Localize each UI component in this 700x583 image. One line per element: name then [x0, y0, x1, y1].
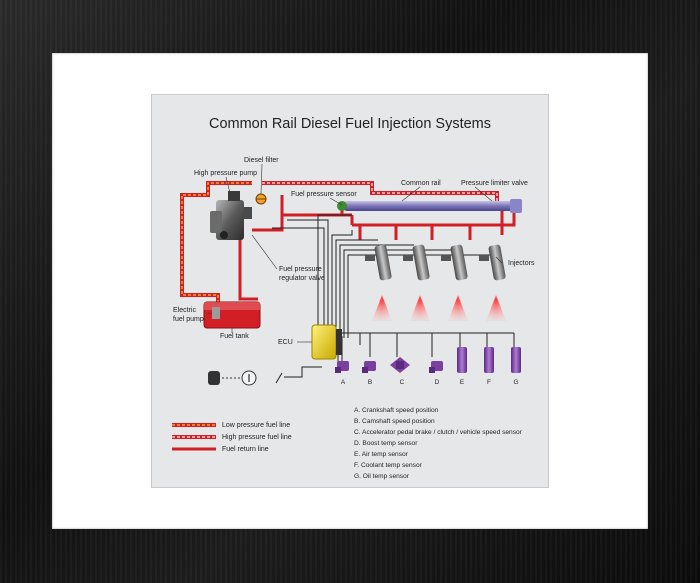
- injectors: [365, 244, 506, 321]
- legend-label-return: Fuel return line: [222, 446, 269, 453]
- sensor-list-item: D. Boost temp sensor: [354, 440, 418, 447]
- sensor-letter-c: C: [400, 379, 405, 386]
- label-common-rail: Common rail: [401, 180, 441, 187]
- label-electric-fuel-pump-1: Electric: [173, 307, 196, 314]
- legend-high-pressure: High pressure fuel line: [172, 434, 292, 441]
- sensor-list-item: A. Crankshaft speed position: [354, 407, 439, 414]
- ecu-wiring: [272, 214, 515, 384]
- sensor-list-item: F. Coolant temp sensor: [354, 462, 423, 469]
- injector-4: [479, 244, 506, 321]
- sensor-letter-a: A: [341, 379, 346, 386]
- sensors: [335, 347, 521, 373]
- injector-3: [441, 244, 468, 321]
- label-leaders: [206, 163, 503, 343]
- label-fuel-tank: Fuel tank: [220, 333, 249, 340]
- low-pressure-line: [180, 181, 252, 303]
- fuel-tank: [203, 301, 261, 329]
- sensor-b: [362, 361, 376, 373]
- sensor-letters: A B C D E F G: [341, 379, 519, 386]
- fuel-system-diagram: Common Rail Diesel Fuel Injection System…: [172, 116, 535, 480]
- sensor-list-item: B. Camshaft speed position: [354, 418, 435, 425]
- label-pressure-limiter-valve: Pressure limiter valve: [461, 180, 528, 187]
- component-labels: Diesel filter High pressure pump Common …: [173, 157, 535, 346]
- sensor-e: [457, 347, 467, 373]
- label-fuel-pressure-sensor: Fuel pressure sensor: [291, 191, 357, 198]
- label-ecu: ECU: [278, 339, 293, 346]
- sensor-f: [484, 347, 494, 373]
- high-pressure-pump: [210, 191, 252, 240]
- sensor-d: [429, 361, 443, 373]
- label-electric-fuel-pump-2: fuel pump: [173, 316, 204, 323]
- ignition-switch: [208, 370, 257, 386]
- label-injectors: Injectors: [508, 260, 535, 267]
- sensor-g: [511, 347, 521, 373]
- sensor-letter-g: G: [513, 379, 518, 386]
- diagram-title: Common Rail Diesel Fuel Injection System…: [209, 116, 491, 132]
- sensor-a: [335, 361, 349, 373]
- ecu-unit: [311, 324, 342, 360]
- label-fuel-pressure-regulator-1: Fuel pressure: [279, 266, 322, 273]
- legend-low-pressure: Low pressure fuel line: [172, 422, 290, 429]
- sensor-list: A. Crankshaft speed position B. Camshaft…: [354, 407, 523, 480]
- legend-return: Fuel return line: [172, 446, 269, 453]
- sensor-list-item: E. Air temp sensor: [354, 451, 409, 458]
- injector-return-lines: [358, 207, 516, 240]
- sensor-letter-d: D: [435, 379, 440, 386]
- sensor-letter-f: F: [487, 379, 491, 386]
- sensor-list-item: G. Oil temp sensor: [354, 473, 410, 480]
- legend-label-low: Low pressure fuel line: [222, 422, 290, 429]
- high-pressure-line: [262, 181, 499, 203]
- label-high-pressure-pump: High pressure pump: [194, 170, 257, 177]
- sensor-letter-b: B: [368, 379, 372, 386]
- label-diesel-filter: Diesel filter: [244, 157, 279, 164]
- sensor-list-item: C. Accelerator pedal brake / clutch / ve…: [354, 429, 523, 436]
- sensor-c: [390, 357, 410, 373]
- diagram-panel: Common Rail Diesel Fuel Injection System…: [152, 95, 548, 487]
- sensor-letter-e: E: [460, 379, 465, 386]
- legend: Low pressure fuel line High pressure fue…: [172, 422, 292, 453]
- diesel-filter: [255, 193, 267, 205]
- injector-2: [403, 244, 430, 321]
- label-fuel-pressure-regulator-2: regulator valve: [279, 275, 325, 282]
- legend-label-high: High pressure fuel line: [222, 434, 292, 441]
- injector-1: [365, 244, 392, 321]
- common-rail: [337, 199, 522, 213]
